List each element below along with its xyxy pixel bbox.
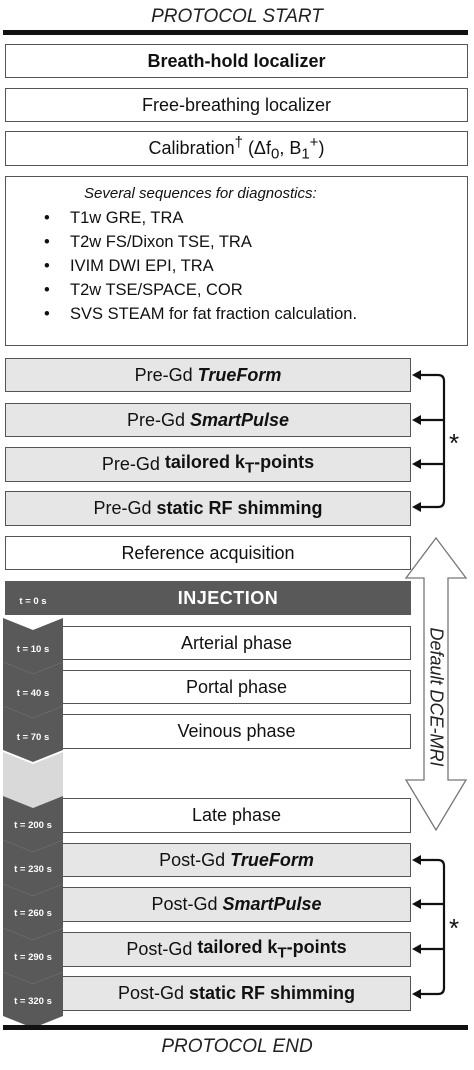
injection-bar: INJECTION — [5, 581, 411, 615]
smartpulse-label: SmartPulse — [222, 894, 322, 914]
time-label: t = 70 s — [16, 732, 50, 743]
post-gd-tailored-kt-box: Post-Gd tailored kT-points — [62, 932, 411, 967]
late-phase-box: Late phase — [62, 798, 411, 833]
pre-gd-tailored-kt-box: Pre-Gd tailored kT-points — [5, 447, 411, 482]
arterial-phase-box: Arterial phase — [62, 626, 411, 660]
time-label: t = 320 s — [14, 996, 52, 1007]
pre-gd-prefix: Pre-Gd — [134, 364, 193, 385]
default-dce-mri-label: Default DCE-MRI — [426, 627, 447, 767]
post-gd-arrowheads — [412, 855, 421, 999]
breath-hold-localizer-box: Breath-hold localizer — [5, 44, 468, 78]
chevron-230s — [3, 840, 63, 896]
time-label: t = 200 s — [14, 820, 52, 831]
top-rule — [3, 30, 468, 35]
post-gd-prefix: Post-Gd — [117, 983, 184, 1003]
chevron-200s — [3, 796, 63, 852]
veinous-phase-box: Veinous phase — [62, 714, 411, 749]
post-gd-static-rf-box: Post-Gd static RF shimming — [62, 976, 411, 1011]
portal-phase-box: Portal phase — [62, 670, 411, 704]
reference-acquisition-box: Reference acquisition — [5, 536, 411, 570]
free-breathing-localizer-box: Free-breathing localizer — [5, 88, 468, 122]
post-gd-prefix: Post-Gd — [151, 894, 218, 914]
time-label: t = 40 s — [16, 688, 50, 699]
bottom-rule — [3, 1025, 468, 1030]
post-gd-bracket — [416, 858, 446, 996]
time-label: t = 10 s — [16, 644, 50, 655]
tailored-kt-label: tailored kT-points — [164, 452, 315, 477]
chevron-10s — [3, 618, 63, 674]
protocol-end-label: PROTOCOL END — [161, 1036, 313, 1057]
diagnostics-item: T2w FS/Dixon TSE, TRA — [44, 230, 357, 254]
post-gd-prefix: Post-Gd — [159, 849, 226, 870]
time-label: t = 0 s — [19, 596, 47, 607]
static-rf-label: static RF shimming — [189, 983, 356, 1003]
reference-label: Reference acquisition — [121, 542, 295, 563]
dce-double-arrow — [404, 536, 468, 832]
arterial-label: Arterial phase — [180, 632, 293, 653]
tailored-kt-label: tailored kT-points — [197, 937, 347, 962]
diagnostics-item: IVIM DWI EPI, TRA — [44, 254, 357, 278]
chevron-40s — [3, 662, 63, 718]
diagnostics-box: Several sequences for diagnostics: T1w G… — [5, 176, 468, 346]
calibration-label: Calibration† (Δf0, B1+) — [148, 134, 325, 163]
calibration-box: Calibration† (Δf0, B1+) — [5, 131, 468, 166]
diagnostics-title: Several sequences for diagnostics: — [84, 185, 317, 202]
veinous-label: Veinous phase — [177, 721, 296, 741]
static-rf-label: static RF shimming — [156, 498, 323, 518]
pre-gd-prefix: Pre-Gd — [126, 409, 185, 430]
pre-gd-trueform-box: Pre-Gd TrueForm — [5, 358, 411, 392]
pre-gd-arrowheads — [412, 370, 421, 512]
post-gd-asterisk: * — [449, 913, 460, 943]
chevron-260s — [3, 884, 63, 940]
diagnostics-item: T1w GRE, TRA — [44, 206, 357, 230]
pre-gd-bracket — [416, 373, 446, 509]
time-label: t = 230 s — [14, 864, 52, 875]
pre-gd-prefix: Pre-Gd — [101, 454, 160, 474]
late-label: Late phase — [191, 805, 282, 825]
pre-gd-static-rf-box: Pre-Gd static RF shimming — [5, 491, 411, 526]
chevron-70s — [3, 706, 63, 762]
pre-gd-asterisk: * — [449, 428, 460, 458]
pre-gd-smartpulse-box: Pre-Gd SmartPulse — [5, 403, 411, 437]
trueform-label: TrueForm — [230, 849, 314, 870]
post-gd-trueform-box: Post-Gd TrueForm — [62, 843, 411, 877]
post-gd-smartpulse-box: Post-Gd SmartPulse — [62, 887, 411, 922]
pre-gd-prefix: Pre-Gd — [93, 498, 152, 518]
diagnostics-list: T1w GRE, TRA T2w FS/Dixon TSE, TRA IVIM … — [34, 206, 357, 326]
post-gd-prefix: Post-Gd — [126, 939, 193, 959]
free-breathing-label: Free-breathing localizer — [141, 94, 332, 115]
smartpulse-label: SmartPulse — [190, 409, 290, 430]
diagnostics-item: SVS STEAM for fat fraction calculation. — [44, 302, 357, 326]
breath-hold-label: Breath-hold localizer — [147, 50, 326, 71]
chevron-gap — [3, 752, 63, 808]
time-label: t = 290 s — [14, 952, 52, 963]
portal-label: Portal phase — [185, 676, 288, 697]
time-label: t = 260 s — [14, 908, 52, 919]
protocol-start-label: PROTOCOL START — [151, 6, 323, 27]
trueform-label: TrueForm — [197, 364, 282, 385]
injection-label: INJECTION — [177, 587, 279, 608]
chevron-290s — [3, 928, 63, 984]
chevron-320s — [3, 972, 63, 1028]
diagnostics-item: T2w TSE/SPACE, COR — [44, 278, 357, 302]
